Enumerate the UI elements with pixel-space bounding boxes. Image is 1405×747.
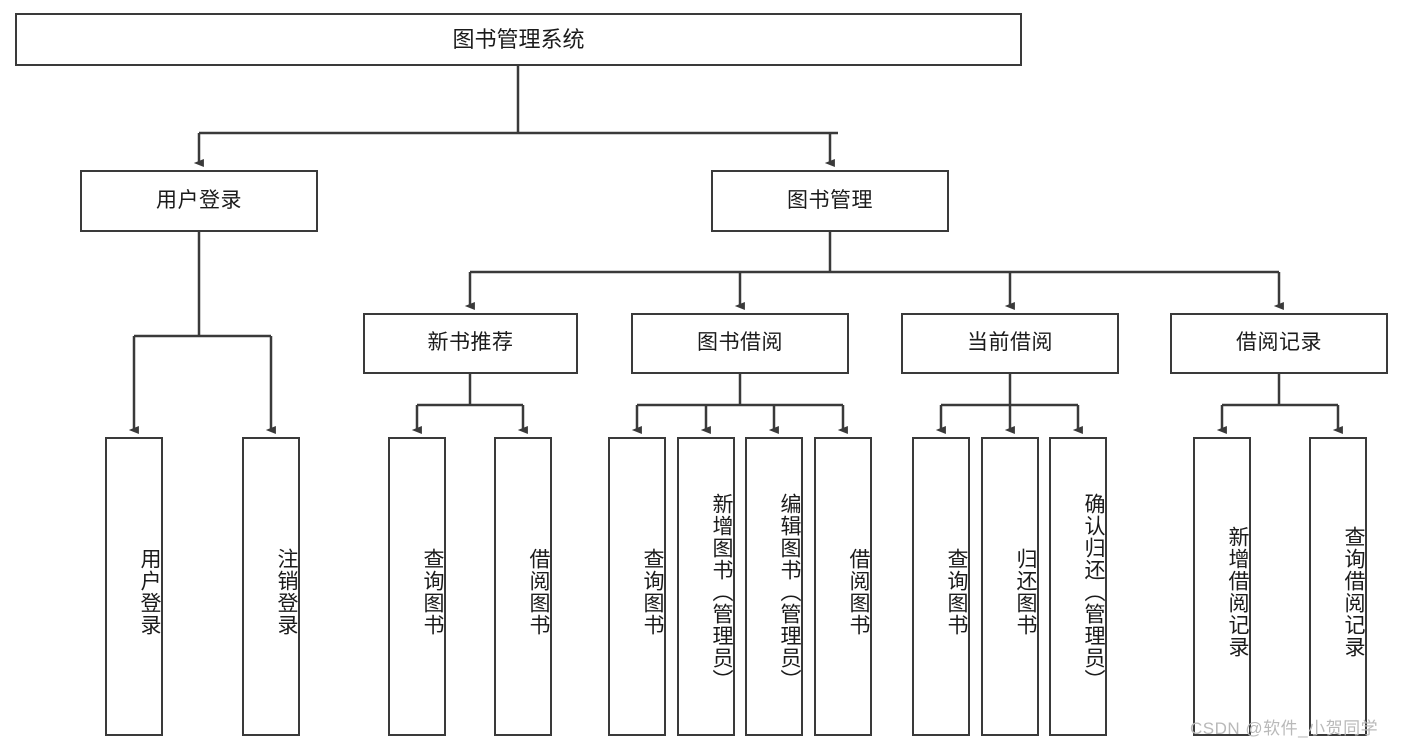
leaf-confirm-return-admin[interactable]: 确认归还（管理员） <box>1049 437 1107 736</box>
leaf-query-books-current[interactable]: 查询图书 <box>912 437 970 736</box>
leaf-query-books-borrow[interactable]: 查询图书 <box>608 437 666 736</box>
node-book-management[interactable]: 图书管理 <box>711 170 949 232</box>
node-label: 用户登录 <box>156 188 242 212</box>
node-label: 借阅图书 <box>527 547 550 636</box>
node-label: 新增借阅记录 <box>1226 525 1249 658</box>
leaf-add-borrow-record[interactable]: 新增借阅记录 <box>1193 437 1251 736</box>
leaf-add-book-admin[interactable]: 新增图书（管理员） <box>677 437 735 736</box>
node-current-borrow[interactable]: 当前借阅 <box>901 313 1119 374</box>
node-label: 查询借阅记录 <box>1342 525 1365 658</box>
node-label: 新书推荐 <box>427 331 514 355</box>
node-borrow-record[interactable]: 借阅记录 <box>1170 313 1388 374</box>
leaf-query-books-recommend[interactable]: 查询图书 <box>388 437 446 736</box>
node-label: 新增图书（管理员） <box>710 492 733 691</box>
node-label: 图书管理系统 <box>452 26 585 52</box>
node-label: 借阅记录 <box>1236 331 1322 355</box>
node-new-book-recommend[interactable]: 新书推荐 <box>363 313 578 374</box>
leaf-query-borrow-record[interactable]: 查询借阅记录 <box>1309 437 1367 736</box>
leaf-edit-book-admin[interactable]: 编辑图书（管理员） <box>745 437 803 736</box>
node-label: 借阅图书 <box>847 547 870 636</box>
node-label: 查询图书 <box>945 547 968 636</box>
node-book-borrow[interactable]: 图书借阅 <box>631 313 849 374</box>
csdn-watermark: CSDN @软件_小贺同学 <box>1190 719 1379 738</box>
node-label: 图书管理 <box>787 188 873 212</box>
node-label: 确认归还（管理员） <box>1082 492 1105 691</box>
node-label: 当前借阅 <box>967 331 1053 355</box>
node-label: 查询图书 <box>421 547 444 636</box>
leaf-borrow-books-recommend[interactable]: 借阅图书 <box>494 437 552 736</box>
node-label: 查询图书 <box>641 547 664 636</box>
leaf-return-books[interactable]: 归还图书 <box>981 437 1039 736</box>
node-label: 注销登录 <box>275 547 298 636</box>
node-label: 用户登录 <box>138 547 161 636</box>
node-root-book-management-system[interactable]: 图书管理系统 <box>15 13 1022 66</box>
leaf-borrow-books[interactable]: 借阅图书 <box>814 437 872 736</box>
node-label: 归还图书 <box>1014 547 1037 636</box>
leaf-logout[interactable]: 注销登录 <box>242 437 300 736</box>
node-user-login[interactable]: 用户登录 <box>80 170 318 232</box>
node-label: 图书借阅 <box>697 331 783 355</box>
node-label: 编辑图书（管理员） <box>778 492 801 691</box>
leaf-user-login[interactable]: 用户登录 <box>105 437 163 736</box>
